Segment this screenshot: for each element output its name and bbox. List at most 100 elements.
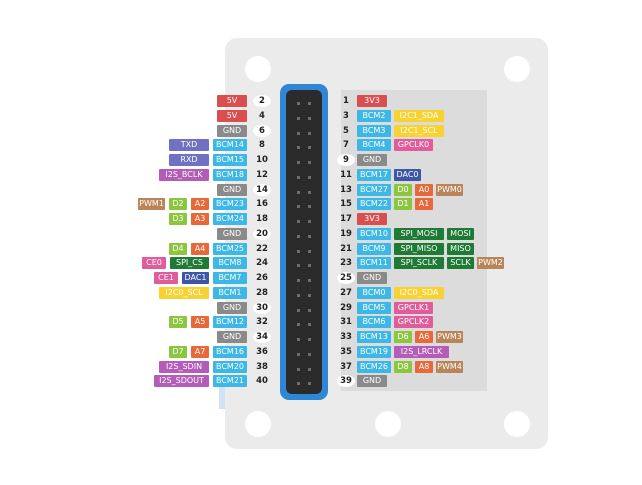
header-pin — [308, 161, 311, 164]
pin-number: 7 — [343, 140, 349, 150]
pin-number: 32 — [256, 317, 268, 327]
header-pin — [297, 368, 300, 371]
header-pin — [297, 279, 300, 282]
pin-label-ground: GND — [357, 375, 387, 387]
pin-label-bcm: BCM4 — [357, 139, 391, 151]
header-pin — [308, 191, 311, 194]
pin-label-bcm: BCM21 — [213, 375, 247, 387]
pin-label-gpclk: GPCLK1 — [394, 302, 433, 314]
pin-number: 9 — [337, 154, 355, 166]
pin-number: 36 — [256, 347, 268, 357]
header-pin — [297, 132, 300, 135]
header-pin — [308, 235, 311, 238]
pin-number: 35 — [340, 347, 352, 357]
pin-label-digital: D7 — [169, 346, 187, 358]
pin-label-ground: GND — [217, 184, 247, 196]
header-pin — [308, 102, 311, 105]
pin-label-bcm: BCM10 — [357, 228, 391, 240]
header-pin — [297, 353, 300, 356]
header-pin — [308, 250, 311, 253]
pin-number: 31 — [340, 317, 352, 327]
pin-number: 37 — [340, 362, 352, 372]
pin-label-pwm: PWM2 — [477, 257, 504, 269]
pin-label-analog: A6 — [415, 331, 433, 343]
pin-number: 22 — [256, 244, 268, 254]
pin-label-bcm: BCM11 — [357, 257, 391, 269]
pin-number: 11 — [340, 170, 352, 180]
pin-label-dac: DAC0 — [394, 169, 421, 181]
header-pin — [297, 205, 300, 208]
header-pin — [308, 338, 311, 341]
gpio-header-pins — [286, 90, 322, 394]
header-pin — [297, 309, 300, 312]
pin-number: 15 — [340, 199, 352, 209]
pin-label-digital: D8 — [394, 361, 412, 373]
pin-number: 14 — [253, 184, 271, 196]
pin-label-bcm: BCM23 — [213, 198, 247, 210]
pin-number: 13 — [340, 185, 352, 195]
header-pin — [297, 191, 300, 194]
pin-label-ground: GND — [357, 272, 387, 284]
pin-label-gpclk: CE0 — [142, 257, 166, 269]
pin-number: 10 — [256, 155, 268, 165]
header-pin — [308, 220, 311, 223]
pin-number: 20 — [253, 228, 271, 240]
header-pin — [308, 309, 311, 312]
pin-label-i2s: I2S_BCLK — [159, 169, 209, 181]
pin-label-i2c: I2C1_SCL — [394, 125, 444, 137]
pin-label-ground: GND — [217, 331, 247, 343]
pin-label-bcm: BCM26 — [357, 361, 391, 373]
pin-label-i2s: I2S_SDOUT — [154, 375, 209, 387]
pin-label-analog: A2 — [191, 198, 209, 210]
pin-number: 5 — [343, 126, 349, 136]
pin-label-bcm: BCM2 — [357, 110, 391, 122]
header-pin — [308, 205, 311, 208]
header-pin — [308, 117, 311, 120]
pin-label-gpclk: GPCLK2 — [394, 316, 433, 328]
pin-label-analog: A1 — [415, 198, 433, 210]
pin-label-analog: A3 — [191, 213, 209, 225]
header-pin — [297, 338, 300, 341]
pin-label-power: 5V — [217, 95, 247, 107]
header-pin — [297, 117, 300, 120]
mounting-hole-bottom-center — [375, 411, 401, 437]
header-pin — [308, 146, 311, 149]
pin-label-bcm: BCM27 — [357, 184, 391, 196]
pin-number: 6 — [253, 125, 271, 137]
header-pin — [308, 264, 311, 267]
header-pin — [297, 250, 300, 253]
pin-label-analog: A5 — [191, 316, 209, 328]
pin-label-uart: TXD — [169, 139, 209, 151]
pin-number: 1 — [343, 96, 349, 106]
pin-label-bcm: BCM25 — [213, 243, 247, 255]
pin-number: 26 — [256, 273, 268, 283]
pin-number: 4 — [259, 111, 265, 121]
pin-label-digital: D2 — [169, 198, 187, 210]
header-pin — [308, 368, 311, 371]
pin-label-bcm: BCM16 — [213, 346, 247, 358]
pin-label-spi: MISO — [447, 243, 474, 255]
header-pin — [308, 132, 311, 135]
header-pin — [297, 161, 300, 164]
pin-number: 24 — [256, 258, 268, 268]
pin-label-bcm: BCM9 — [357, 243, 391, 255]
pin-label-analog: A0 — [415, 184, 433, 196]
pin-label-digital: D4 — [169, 243, 187, 255]
pin-number: 21 — [340, 244, 352, 254]
pin-number: 33 — [340, 332, 352, 342]
header-pin — [297, 176, 300, 179]
pin-label-ground: GND — [217, 228, 247, 240]
pin-label-gpclk: CE1 — [154, 272, 178, 284]
pin-number: 23 — [340, 258, 352, 268]
pin-label-digital: D5 — [169, 316, 187, 328]
header-pin — [297, 323, 300, 326]
pin-number: 16 — [256, 199, 268, 209]
mounting-hole-top-left — [245, 56, 271, 82]
header-pin — [297, 235, 300, 238]
pin-label-bcm: BCM13 — [357, 331, 391, 343]
pin-label-bcm: BCM14 — [213, 139, 247, 151]
pin-label-bcm: BCM24 — [213, 213, 247, 225]
pin-number: 19 — [340, 229, 352, 239]
mounting-hole-bottom-left — [245, 411, 271, 437]
mounting-hole-bottom-right — [504, 411, 530, 437]
